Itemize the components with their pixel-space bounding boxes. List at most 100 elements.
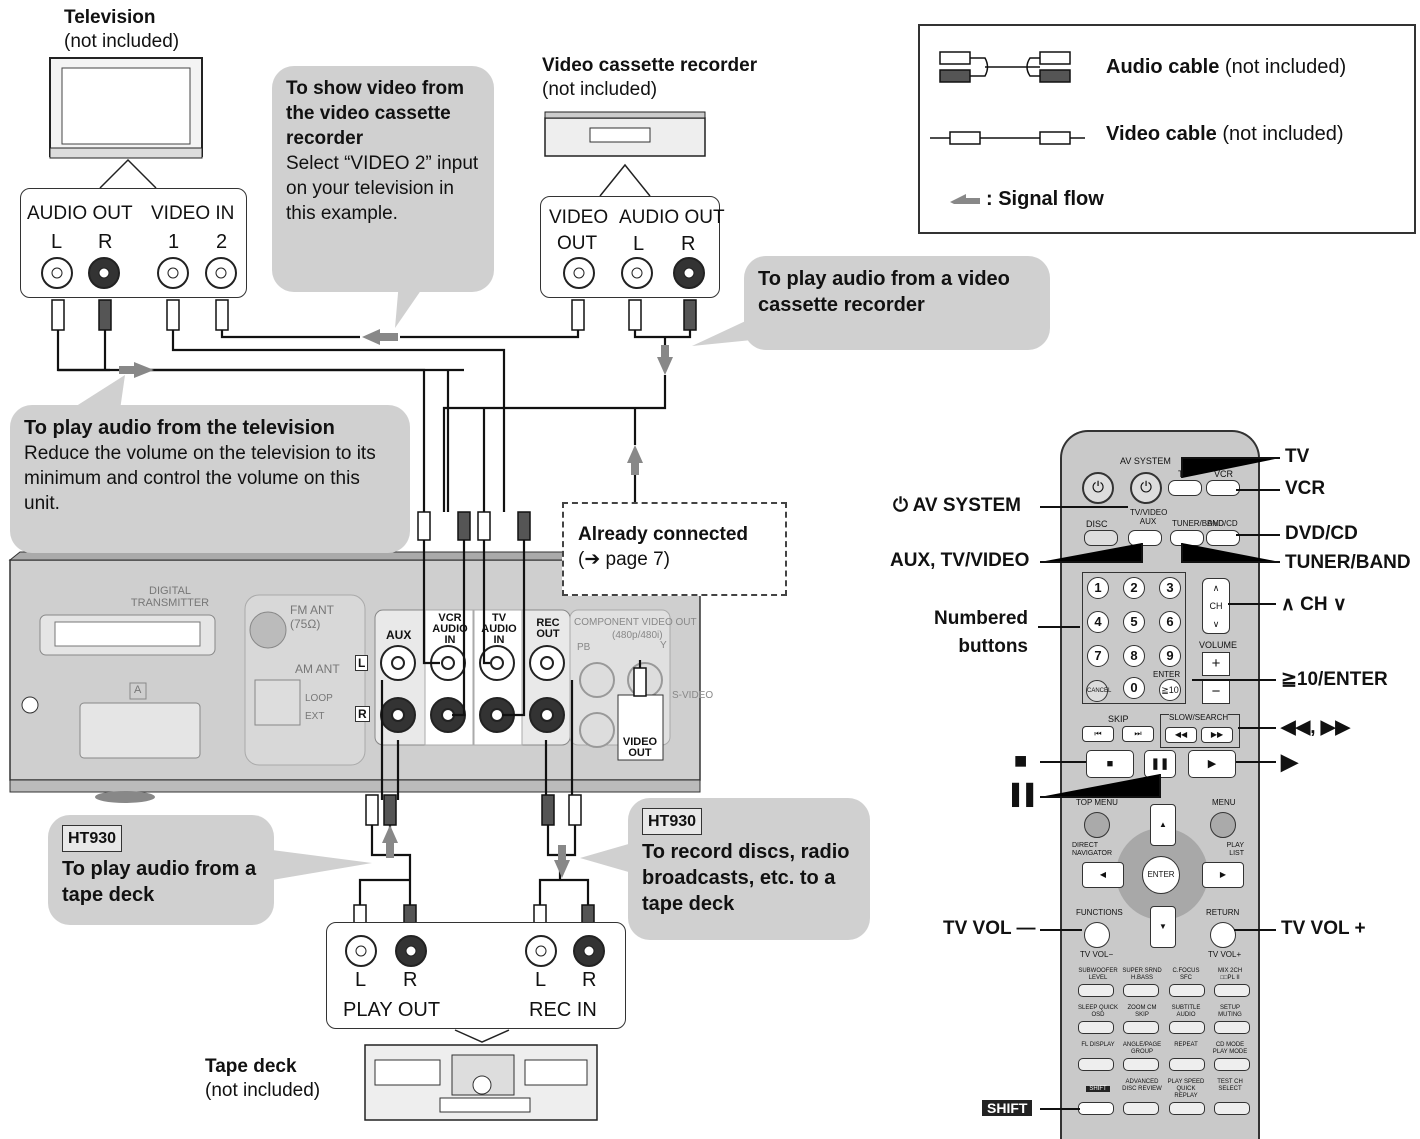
remote-top-menu-text: TOP MENU [1076,798,1118,807]
television-label: Television (not included) [64,6,179,54]
television-note: (not included) [64,31,180,52]
remote-r2b-button[interactable] [1123,1021,1160,1034]
remote-aux-text: AUX [1139,517,1157,526]
remote-right-button[interactable]: ▶ [1202,862,1244,888]
tv-video-in-label: VIDEO IN [151,203,235,224]
digital-transmitter-label: DIGITAL TRANSMITTER [130,585,210,609]
remote-enter-button[interactable]: ENTER [1142,856,1180,894]
tv-r-label: R [98,231,113,253]
remote-number-9[interactable]: 9 [1159,645,1181,667]
vcr-l-label: L [633,233,645,255]
remote-disc-button[interactable] [1084,530,1118,546]
remote-r4b-button[interactable] [1123,1102,1160,1115]
label-ch: ∧ CH ∨ [1281,594,1347,615]
remote-av-system-button[interactable]: ⏻ [1130,472,1162,504]
remote-ch-button[interactable]: ∧CH∨ [1202,578,1230,634]
remote-number-7[interactable]: 7 [1087,645,1109,667]
remote-number-6[interactable]: 6 [1159,611,1181,633]
remote-number-0[interactable]: 0 [1123,677,1145,699]
remote-number-8[interactable]: 8 [1123,645,1145,667]
tape-jack-panel: L R L R PLAY OUT REC IN [326,922,626,1029]
digital-text: DIGITAL [149,585,191,597]
remote-r3a-button[interactable] [1078,1058,1114,1071]
remote-r3b-text: ANGLE/PAGE GROUP [1122,1042,1162,1055]
remote-aux-button[interactable] [1128,530,1162,546]
remote-r2a-button[interactable] [1078,1021,1114,1034]
remote-vcr-button[interactable] [1206,480,1240,496]
remote-ch-text: CH [1209,601,1223,611]
remote-up-button[interactable]: ▲ [1150,804,1176,846]
remote-shift-button[interactable] [1078,1102,1114,1115]
legend-video-label: Video cable [1106,123,1217,145]
legend-audio-label: Audio cable [1106,56,1220,78]
remote-power-button[interactable]: ⏻ [1082,472,1114,504]
vcr-audio-out-label: AUDIO OUT [619,207,725,228]
remote-rewind-button[interactable]: ◀◀ [1165,727,1197,743]
remote-r2c-button[interactable] [1168,1021,1205,1034]
remote-r1d-button[interactable] [1213,984,1250,997]
label-stop: ■ [1014,748,1028,773]
remote-skip-forward[interactable]: ⏭ [1122,726,1154,742]
remote-skip-text: SKIP [1108,714,1129,724]
remote-number-4[interactable]: 4 [1087,611,1109,633]
remote-number-1[interactable]: 1 [1087,577,1109,599]
remote-r4d-button[interactable] [1213,1102,1250,1115]
remote-r4c-button[interactable] [1168,1102,1205,1115]
label-buttons: buttons [958,636,1028,657]
p480-label: (480p/480i) [612,630,663,641]
remote-ge10-button[interactable]: ≧10 [1159,679,1181,701]
remote-r2d-button[interactable] [1213,1021,1250,1034]
remote-cancel-button[interactable]: CANCEL [1086,680,1111,702]
remote-tv-button[interactable] [1168,480,1202,496]
remote-r1c-button[interactable] [1168,984,1205,997]
label-av-system: ⏻ AV SYSTEM [893,495,1021,516]
vcr-out-label: OUT [557,233,598,254]
remote-number-2[interactable]: 2 [1123,577,1145,599]
remote-volume-down[interactable]: − [1202,680,1230,704]
legend-box: Audio cable (not included) Video cable (… [918,24,1416,234]
remote-r3c-button[interactable] [1168,1058,1205,1071]
fm-ant-text: FM ANT [290,603,334,617]
remote-dvd-cd-text: DVD/CD [1207,519,1238,528]
am-ant-label: AM ANT [295,662,340,676]
label-dvd-cd: DVD/CD [1285,523,1358,544]
remote-tuner-band-button[interactable] [1170,530,1204,546]
play-tape-title: To play audio from a tape deck [62,858,257,906]
bubble-play-tv: To play audio from the television Reduce… [10,405,410,553]
remote-down-button[interactable]: ▼ [1150,906,1176,948]
remote-tv-vol-plus-button[interactable] [1210,922,1236,948]
remote-volume-up[interactable]: + [1202,652,1230,676]
remote-r2a-text: SLEEP QUICK OSD [1078,1005,1118,1018]
remote-pause-button[interactable]: ❚❚ [1144,750,1176,778]
remote-skip-back[interactable]: ⏮ [1082,726,1114,742]
vcr-title: Video cassette recorder [542,55,758,76]
vcr-note: (not included) [542,79,658,100]
record-title: To record discs, radio broadcasts, etc. … [642,841,850,915]
label-pause: ▌▌ [1012,784,1041,806]
remote-dvd-cd-button[interactable] [1206,530,1240,546]
remote-top-menu-button[interactable] [1084,812,1110,838]
remote-r4c-text: PLAY SPEED QUICK REPLAY [1167,1079,1205,1099]
remote-r1b-button[interactable] [1123,984,1160,997]
remote-left-button[interactable]: ◀ [1082,862,1124,888]
remote-tv-vol-minus-button[interactable] [1084,922,1110,948]
label-aux-tv-video: AUX, TV/VIDEO [890,550,1030,571]
label-vcr: VCR [1285,478,1326,499]
tape-deck-note: (not included) [205,1080,321,1101]
remote-disc-text: DISC [1086,519,1108,529]
remote-tuner-band-text: TUNER/BAND [1172,519,1225,528]
remote-r3d-button[interactable] [1213,1058,1250,1071]
remote-stop-button[interactable]: ■ [1086,750,1134,778]
remote-forward-button[interactable]: ▶▶ [1201,727,1233,743]
remote-number-3[interactable]: 3 [1159,577,1181,599]
show-video-body: Select “VIDEO 2” input on your televisio… [286,153,479,224]
remote-tv-text: TV [1178,469,1190,479]
remote-number-5[interactable]: 5 [1123,611,1145,633]
label-search: ◀◀, ▶▶ [1281,717,1351,738]
remote-r3b-button[interactable] [1123,1058,1160,1071]
remote-r1a-button[interactable] [1078,984,1114,997]
remote-menu-button[interactable] [1210,812,1236,838]
remote-play-button[interactable]: ▶ [1188,750,1236,778]
